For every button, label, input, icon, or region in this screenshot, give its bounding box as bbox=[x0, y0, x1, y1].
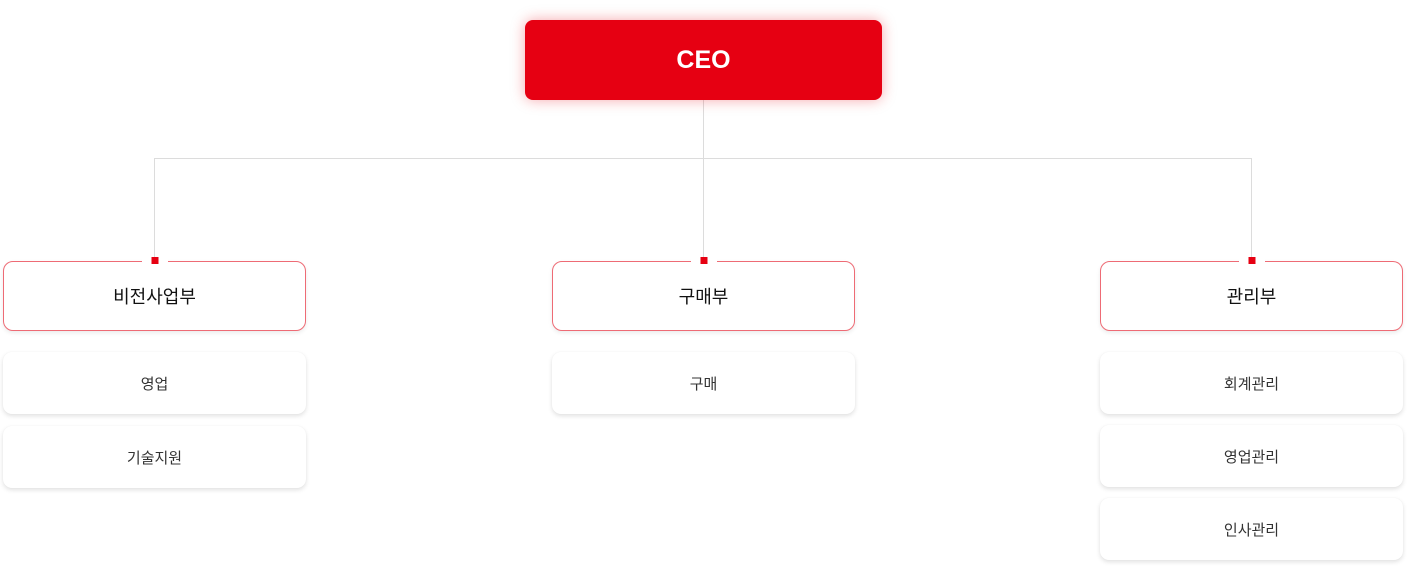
team-sales: 영업 bbox=[3, 352, 306, 414]
team-sales-management: 영업관리 bbox=[1100, 425, 1403, 487]
team-label: 영업 bbox=[140, 374, 169, 393]
connector-dept-1 bbox=[154, 158, 155, 258]
connector-dept-2 bbox=[703, 158, 704, 258]
dept-vision-business: 비전사업부 bbox=[3, 257, 306, 331]
team-purchasing: 구매 bbox=[552, 352, 855, 414]
connector-dot-icon bbox=[700, 257, 707, 264]
dept-management: 관리부 bbox=[1100, 257, 1403, 331]
dept-purchasing: 구매부 bbox=[552, 257, 855, 331]
dept-label: 관리부 bbox=[1226, 287, 1277, 308]
team-tech-support: 기술지원 bbox=[3, 426, 306, 488]
connector-dot-icon bbox=[151, 257, 158, 264]
team-accounting: 회계관리 bbox=[1100, 352, 1403, 414]
team-label: 구매 bbox=[689, 374, 718, 393]
connector-ceo-vertical bbox=[703, 100, 704, 158]
ceo-label: CEO bbox=[676, 45, 731, 74]
dept-label: 구매부 bbox=[678, 287, 729, 308]
ceo-node: CEO bbox=[525, 20, 882, 100]
team-label: 영업관리 bbox=[1223, 447, 1280, 466]
team-label: 인사관리 bbox=[1223, 520, 1280, 539]
dept-label: 비전사업부 bbox=[113, 287, 196, 308]
team-label: 회계관리 bbox=[1223, 374, 1280, 393]
connector-dot-icon bbox=[1248, 257, 1255, 264]
team-label: 기술지원 bbox=[126, 448, 183, 467]
team-hr-management: 인사관리 bbox=[1100, 498, 1403, 560]
connector-dept-3 bbox=[1251, 158, 1252, 258]
